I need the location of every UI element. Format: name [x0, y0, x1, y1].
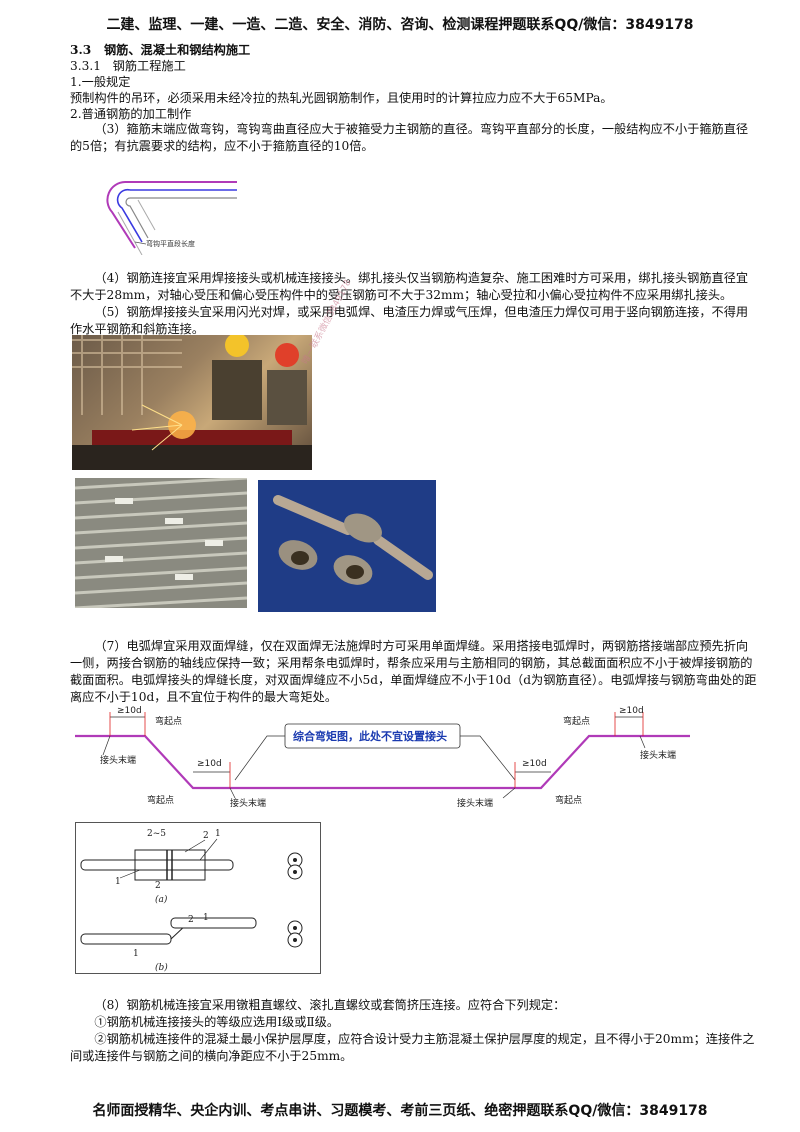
weld-a-n1-top: 1	[215, 829, 221, 839]
bent-rebar-line	[75, 734, 690, 790]
weld-figure: 2~5 2 1 1 2 (a) 2 1 1 (b)	[75, 822, 321, 974]
joint-end-label-left: 接头末端	[100, 754, 136, 766]
weld-a-n2-bottom: 2	[155, 881, 161, 891]
bend-start-label-right: 弯起点	[563, 715, 590, 727]
hook-figure: 弯钩平直段长度	[106, 181, 237, 255]
section-title: 钢筋、混凝土和钢结构施工	[103, 43, 251, 57]
weld-caption-a: (a)	[155, 894, 168, 905]
paragraph-3: （3）箍筋末端应做弯钩，弯钩弯曲直径应大于被箍受力主钢筋的直径。弯钩平直部分的长…	[70, 122, 749, 153]
general-heading: 1.一般规定	[70, 75, 131, 89]
page-footer: 名师面授精华、央企内训、考点串讲、习题模考、考前三页纸、绝密押题联系QQ/微信：…	[92, 1103, 708, 1119]
moment-box-label: 综合弯矩图，此处不宜设置接头	[293, 729, 447, 743]
rebar-bundle-photo	[75, 478, 247, 608]
dim-10d-left: ≥10d	[117, 706, 142, 716]
bend-start-label-mid-left: 弯起点	[147, 794, 174, 806]
coupler-bore	[346, 565, 364, 579]
weld-a-n2-top: 2	[203, 831, 209, 841]
coupler-bore	[291, 551, 309, 565]
section-b-icon	[287, 920, 303, 948]
hook-label: 弯钩平直段长度	[146, 239, 195, 248]
section-a-icon	[287, 852, 303, 880]
bend-start-label-left: 弯起点	[155, 715, 182, 727]
paragraph-8-2: ②钢筋机械连接件的混凝土最小保护层厚度，应符合设计受力主筋混凝土保护层厚度的规定…	[70, 1032, 755, 1063]
subsection-title: 钢筋工程施工	[112, 59, 186, 73]
subsection-number: 3.3.1	[70, 59, 102, 73]
bent-rebar-figure: ≥10d 弯起点 接头末端 ≥10d 弯起点 接头末端 综合弯矩图，此处不宜设置…	[75, 706, 690, 809]
hook-rebar	[106, 181, 237, 255]
weld-b-n2: 2	[188, 915, 194, 925]
paragraph-7: （7）电弧焊宜采用双面焊缝，仅在双面焊无法施焊时方可采用单面焊缝。采用搭接电弧焊…	[70, 639, 757, 704]
helmet-icon	[275, 343, 299, 367]
weld-b-n1-bottom: 1	[133, 949, 139, 959]
weld-a-n1-bottom: 1	[115, 877, 121, 887]
dim-10d-mid-right: ≥10d	[522, 759, 547, 769]
general-text: 预制构件的吊环，必须采用未经冷拉的热轧光圆钢筋制作，且使用时的计算拉应力应不大于…	[70, 91, 613, 105]
joint-end-label-right: 接头末端	[640, 749, 676, 761]
paragraph-4: （4）钢筋连接宜采用焊接接头或机械连接接头。绑扎接头仅当钢筋构造复杂、施工困难时…	[70, 271, 749, 302]
welding-photo	[72, 335, 312, 470]
joint-end-label-mid-left: 接头末端	[230, 797, 266, 809]
weld-figure-frame	[75, 822, 321, 974]
page-header: 二建、监理、一建、一造、二造、安全、消防、咨询、检测课程押题联系QQ/微信：38…	[106, 17, 694, 33]
paragraph-8-1: ①钢筋机械连接接头的等级应选用Ⅰ级或Ⅱ级。	[94, 1015, 340, 1029]
weld-gap-label: 2~5	[147, 829, 166, 839]
section-heading: 3.3 钢筋、混凝土和钢结构施工	[70, 42, 250, 58]
bend-start-label-mid-right: 弯起点	[555, 794, 582, 806]
dim-10d-mid-left: ≥10d	[197, 759, 222, 769]
section-number: 3.3	[70, 43, 92, 57]
coupler-photo	[258, 480, 436, 612]
paragraph-8: （8）钢筋机械连接宜采用镦粗直螺纹、滚扎直螺纹或套筒挤压连接。应符合下列规定：	[94, 998, 566, 1012]
joint-end-label-mid-right: 接头末端	[457, 797, 493, 809]
processing-heading: 2.普通钢筋的加工制作	[70, 107, 192, 121]
paragraph-5: （5）钢筋焊接接头宜采用闪光对焊，或采用电弧焊、电渣压力焊或气压焊，但电渣压力焊…	[70, 305, 749, 336]
helmet-icon	[225, 335, 249, 357]
weld-b-n1-top: 1	[203, 913, 209, 923]
subsection-heading: 3.3.1 钢筋工程施工	[70, 58, 186, 74]
dim-10d-right: ≥10d	[619, 706, 644, 716]
weld-caption-b: (b)	[155, 962, 168, 973]
